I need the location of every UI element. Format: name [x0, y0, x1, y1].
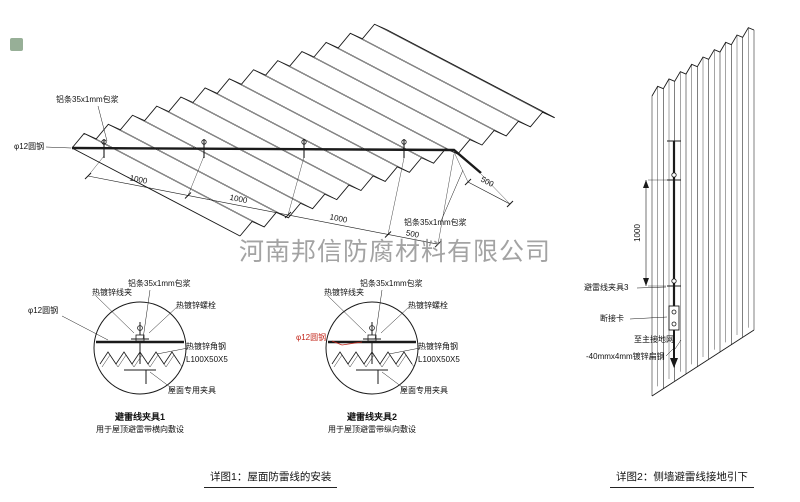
dim-label-500-a: 500: [405, 228, 420, 239]
d2-title: 避雷线夹具2: [346, 412, 397, 422]
caption-detail2: 详图2：侧墙避雷线接地引下: [610, 469, 754, 488]
d2-round-steel-label: φ12圆钢: [296, 333, 327, 342]
roof-wire: [71, 139, 482, 174]
d2-angle-size-label: L100X50X5: [418, 355, 460, 364]
main-strip-top-label: 铝条35x1mm包浆: [56, 95, 119, 104]
wall-leaders: [629, 286, 682, 357]
d1-subtitle: 用于屋顶避雷带横向敷设: [96, 425, 184, 434]
wall-wire: [667, 140, 681, 368]
dim-label-500-right: 500: [479, 175, 495, 189]
d2-wire-clamp-label: 热镀锌线夹: [324, 288, 364, 297]
d1-strip-label: 铝条35x1mm包浆: [128, 279, 191, 288]
main-round-steel-label: φ12圆钢: [14, 142, 45, 151]
d2-strip-label: 铝条35x1mm包浆: [360, 279, 423, 288]
dim-label-1000-c: 1000: [329, 212, 349, 224]
wall-sheet: [651, 27, 755, 397]
wall-dims: [643, 179, 668, 287]
d1-bolt-label: 热镀锌螺栓: [176, 301, 216, 310]
wall-dim-label-1000: 1000: [633, 224, 642, 242]
dim-label-1000-a: 1000: [129, 173, 149, 185]
roof-sheet: [71, 23, 555, 237]
d1-round-steel-label: φ12圆钢: [28, 306, 59, 315]
d2-bolt-label: 热镀锌螺栓: [408, 301, 448, 310]
wall-disconnect-label: 断接卡: [600, 314, 624, 323]
d1-angle-size-label: L100X50X5: [186, 355, 228, 364]
d1-title: 避雷线夹具1: [114, 412, 165, 422]
detail1-art: [61, 289, 189, 395]
detail2-art: [325, 289, 421, 395]
wall-to-ground-label: 至主接地网: [634, 335, 674, 344]
wall-clamp3-label: 避雷线夹具3: [584, 283, 629, 292]
roof-dims: [84, 151, 514, 248]
wall-flat-steel-label: -40mmx4mm镀锌扁钢: [586, 352, 665, 361]
watermark: 河南邦信防腐材料有限公司: [238, 238, 551, 266]
d1-wire-clamp-label: 热镀锌线夹: [92, 288, 132, 297]
dim-label-1000-b: 1000: [229, 193, 249, 205]
main-strip-right-label: 铝条35x1mm包浆: [404, 218, 467, 227]
roof-leaders: [45, 105, 464, 222]
d1-angle-steel-label: 热镀锌角钢: [186, 342, 226, 351]
d2-subtitle: 用于屋顶避雷带纵向敷设: [328, 425, 416, 434]
d1-roof-clamp-label: 屋面专用夹具: [168, 386, 216, 395]
corner-stamp: [10, 38, 23, 51]
d2-roof-clamp-label: 屋面专用夹具: [400, 386, 448, 395]
d2-angle-steel-label: 热镀锌角钢: [418, 342, 458, 351]
caption-detail1: 详图1：屋面防雷线的安装: [204, 469, 338, 488]
